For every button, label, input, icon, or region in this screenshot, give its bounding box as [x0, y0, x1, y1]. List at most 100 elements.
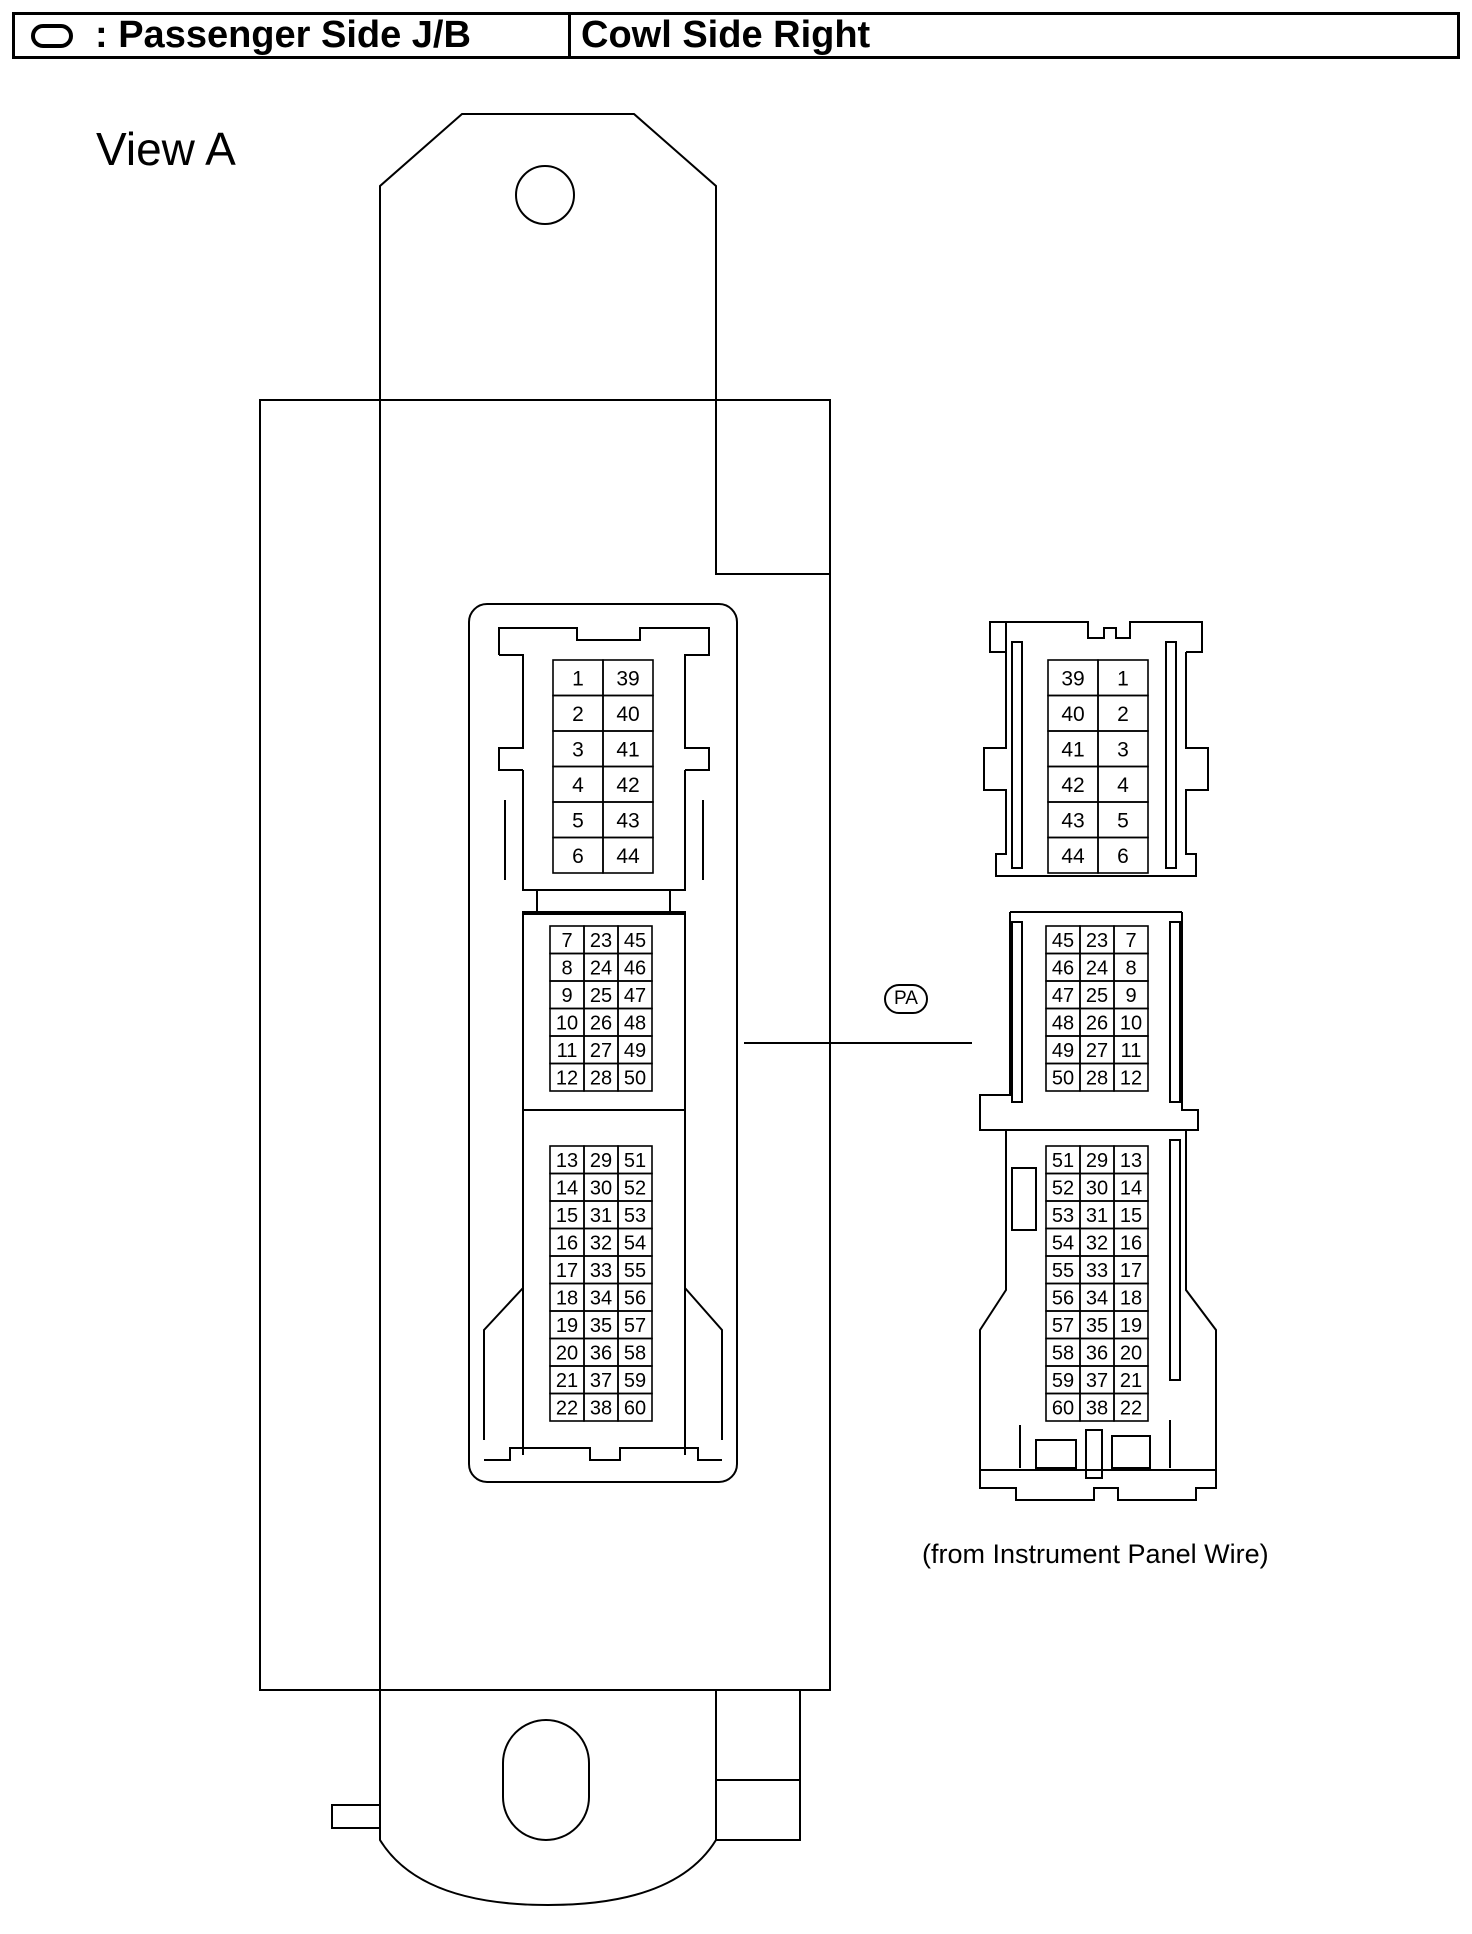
terminal-number: 38 [590, 1397, 612, 1419]
terminal-number: 55 [1052, 1260, 1074, 1282]
terminal-number: 3 [572, 738, 584, 761]
terminal-number: 5 [1117, 809, 1129, 832]
location-cell: : Passenger Side J/B [15, 14, 571, 56]
terminal-number: 30 [1086, 1177, 1108, 1199]
terminal-number: 34 [1086, 1287, 1108, 1309]
terminal-number: 26 [590, 1012, 612, 1034]
terminal-number: 1 [1117, 667, 1129, 690]
terminal-number: 53 [624, 1205, 646, 1227]
terminal-number: 38 [1086, 1397, 1108, 1419]
terminal-cavity [1113, 1062, 1149, 1092]
terminal-number: 18 [1120, 1287, 1142, 1309]
terminal-number: 41 [616, 738, 639, 761]
terminal-number: 52 [1052, 1177, 1074, 1199]
terminal-number: 50 [624, 1067, 646, 1089]
location-label: : Passenger Side J/B [95, 14, 471, 56]
terminal-number: 45 [624, 930, 646, 952]
terminal-number: 57 [624, 1315, 646, 1337]
terminal-number: 44 [616, 845, 640, 868]
terminal-number: 59 [1052, 1370, 1074, 1392]
terminal-number: 40 [616, 703, 639, 726]
terminal-number: 56 [624, 1287, 646, 1309]
terminal-number: 35 [590, 1315, 612, 1337]
terminal-number: 12 [1120, 1067, 1142, 1089]
position-label: Cowl Side Right [581, 14, 871, 56]
terminal-number: 6 [1117, 845, 1129, 868]
terminal-cavity [1097, 836, 1149, 874]
terminal-number: 44 [1061, 845, 1085, 868]
terminal-number: 46 [1052, 957, 1074, 979]
jb-connector-housing [468, 603, 738, 1483]
terminal-cavity [1113, 1392, 1149, 1422]
terminal-number: 33 [590, 1260, 612, 1282]
terminal-number: 4 [572, 774, 584, 797]
terminal-number: 45 [1052, 930, 1074, 952]
terminal-number: 59 [624, 1370, 646, 1392]
terminal-number: 36 [590, 1342, 612, 1364]
terminal-number: 12 [556, 1067, 578, 1089]
connector-code-badge: PA [884, 984, 928, 1014]
terminal-number: 8 [561, 957, 572, 979]
terminal-number: 47 [624, 985, 646, 1007]
terminal-number: 2 [1117, 703, 1129, 726]
terminal-number: 19 [556, 1315, 578, 1337]
wire-connector-housing [979, 621, 1217, 1501]
junction-block-outline [259, 113, 831, 1907]
terminal-number: 49 [1052, 1040, 1074, 1062]
terminal-number: 37 [590, 1370, 612, 1392]
terminal-number: 37 [1086, 1370, 1108, 1392]
terminal-number: 48 [1052, 1012, 1074, 1034]
terminal-number: 9 [1125, 985, 1136, 1007]
oval-icon [31, 23, 73, 48]
terminal-number: 39 [1061, 667, 1084, 690]
terminal-cavity [617, 1062, 653, 1092]
terminal-number: 4 [1117, 774, 1129, 797]
terminal-number: 3 [1117, 738, 1129, 761]
terminal-number: 53 [1052, 1205, 1074, 1227]
terminal-number: 34 [590, 1287, 612, 1309]
terminal-number: 43 [616, 809, 639, 832]
terminal-number: 52 [624, 1177, 646, 1199]
terminal-number: 50 [1052, 1067, 1074, 1089]
terminal-number: 13 [1120, 1150, 1142, 1172]
terminal-number: 35 [1086, 1315, 1108, 1337]
terminal-number: 7 [561, 930, 572, 952]
terminal-number: 15 [556, 1205, 578, 1227]
terminal-number: 20 [1120, 1342, 1142, 1364]
terminal-number: 42 [1061, 774, 1084, 797]
terminal-number: 26 [1086, 1012, 1108, 1034]
terminal-number: 7 [1125, 930, 1136, 952]
terminal-number: 21 [556, 1370, 578, 1392]
terminal-number: 24 [1086, 957, 1108, 979]
terminal-number: 5 [572, 809, 584, 832]
terminal-cavity [617, 1392, 653, 1422]
terminal-number: 27 [1086, 1040, 1108, 1062]
terminal-number: 17 [1120, 1260, 1142, 1282]
terminal-number: 54 [624, 1232, 646, 1254]
terminal-number: 48 [624, 1012, 646, 1034]
terminal-number: 60 [624, 1397, 646, 1419]
terminal-number: 43 [1061, 809, 1084, 832]
terminal-number: 14 [1120, 1177, 1142, 1199]
terminal-number: 47 [1052, 985, 1074, 1007]
terminal-number: 21 [1120, 1370, 1142, 1392]
terminal-number: 49 [624, 1040, 646, 1062]
terminal-number: 28 [590, 1067, 612, 1089]
terminal-number: 31 [1086, 1205, 1108, 1227]
terminal-number: 8 [1125, 957, 1136, 979]
terminal-number: 25 [1086, 985, 1108, 1007]
terminal-number: 58 [1052, 1342, 1074, 1364]
terminal-number: 22 [1120, 1397, 1142, 1419]
mount-hole-top [515, 165, 575, 225]
terminal-number: 6 [572, 845, 584, 868]
terminal-number: 11 [1121, 1040, 1142, 1062]
terminal-number: 23 [1086, 930, 1108, 952]
terminal-number: 60 [1052, 1397, 1074, 1419]
terminal-number: 23 [590, 930, 612, 952]
terminal-number: 40 [1061, 703, 1084, 726]
terminal-number: 24 [590, 957, 612, 979]
terminal-number: 56 [1052, 1287, 1074, 1309]
